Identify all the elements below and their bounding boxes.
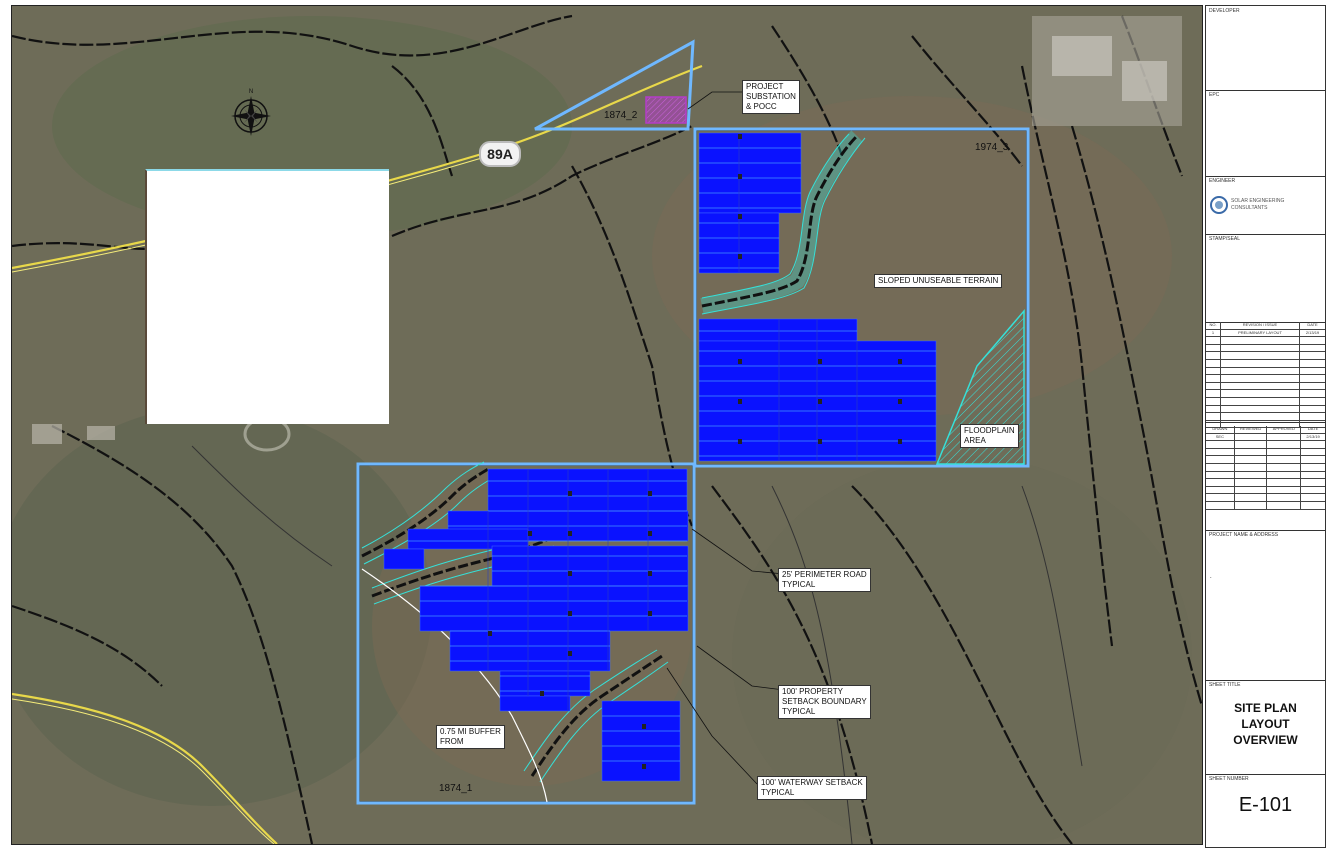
sheet-number-section: SHEET NUMBER E-101 — [1206, 774, 1325, 846]
rev-issue: PRELIMINARY LAYOUT — [1221, 329, 1300, 337]
title-block: DEVELOPER EPC ENGINEER SOLAR ENGINEERING… — [1205, 5, 1326, 848]
parcel-label-north: 1874_2 — [604, 110, 638, 121]
callout-buffer: 0.75 MI BUFFER FROM — [436, 725, 505, 749]
drawn-header-row: DRAWN REVIEWED APPROVED DATE — [1206, 426, 1325, 434]
site-map[interactable]: N 89A 1874_2 1974_3 1874_1 PROJECT SUBST… — [11, 5, 1203, 845]
callout-sloped-terrain: SLOPED UNUSEABLE TERRAIN — [874, 274, 1003, 288]
sheet-title: SITE PLAN LAYOUT OVERVIEW — [1233, 701, 1298, 747]
highway-shield: 89A — [479, 141, 521, 167]
drawn-header-drawn: DRAWN — [1206, 426, 1235, 433]
table-row — [1206, 352, 1325, 360]
sheet-title-label: SHEET TITLE — [1209, 682, 1241, 688]
table-row — [1206, 448, 1325, 457]
engineer-logo-text: SOLAR ENGINEERING CONSULTANTS — [1231, 198, 1285, 211]
sheet-number-label: SHEET NUMBER — [1209, 776, 1249, 782]
sheet-title-section: SHEET TITLE SITE PLAN LAYOUT OVERVIEW — [1206, 680, 1325, 775]
revision-table: NO. REVISION / ISSUE DATE 1 PRELIMINARY … — [1206, 322, 1325, 429]
table-row — [1206, 463, 1325, 472]
project-section: PROJECT NAME & ADDRESS . — [1206, 530, 1325, 681]
rev-header-no: NO. — [1206, 322, 1221, 329]
callout-floodplain: FLOODPLAIN AREA — [960, 424, 1019, 448]
drawn-by: SEC — [1206, 433, 1235, 441]
table-row — [1206, 390, 1325, 398]
table-row — [1206, 382, 1325, 391]
epc-section: EPC — [1206, 90, 1325, 177]
table-row: SEC 2/13/19 — [1206, 433, 1325, 442]
rev-header-issue: REVISION / ISSUE — [1221, 322, 1300, 329]
revision-header-row: NO. REVISION / ISSUE DATE — [1206, 322, 1325, 330]
table-row — [1206, 471, 1325, 480]
table-row — [1206, 344, 1325, 353]
table-row — [1206, 501, 1325, 510]
table-row — [1206, 367, 1325, 376]
table-row — [1206, 413, 1325, 421]
drawn-header-date: DATE — [1307, 426, 1319, 431]
table-row — [1206, 337, 1325, 345]
reviewed-by — [1235, 433, 1268, 441]
revision-section: NO. REVISION / ISSUE DATE 1 PRELIMINARY … — [1206, 322, 1325, 429]
approved-by — [1267, 433, 1302, 441]
table-row — [1206, 420, 1325, 429]
table-row — [1206, 479, 1325, 487]
svg-text:N: N — [249, 89, 253, 95]
table-row — [1206, 405, 1325, 414]
rev-no: 1 — [1206, 329, 1221, 337]
rev-date: 2/13/19 — [1305, 329, 1320, 335]
rev-header-date: DATE — [1307, 322, 1318, 327]
drawn-header-reviewed: REVIEWED — [1235, 426, 1268, 433]
callout-property-setback: 100' PROPERTY SETBACK BOUNDARY TYPICAL — [778, 685, 871, 719]
drawn-table: DRAWN REVIEWED APPROVED DATE SEC 2/13/19 — [1206, 426, 1325, 510]
callout-waterway-setback: 100' WATERWAY SETBACK TYPICAL — [757, 776, 867, 800]
epc-label: EPC — [1209, 92, 1220, 98]
north-arrow-icon: N — [230, 86, 272, 138]
table-row: 1 PRELIMINARY LAYOUT 2/13/19 — [1206, 329, 1325, 338]
stamp-section: STAMP/SEAL — [1206, 234, 1325, 323]
table-row — [1206, 456, 1325, 464]
drawn-section: DRAWN REVIEWED APPROVED DATE SEC 2/13/19 — [1206, 422, 1325, 531]
parcel-label-northeast: 1974_3 — [975, 142, 1009, 153]
project-label: PROJECT NAME & ADDRESS — [1209, 532, 1279, 538]
table-row — [1206, 486, 1325, 495]
table-row — [1206, 375, 1325, 383]
callout-perimeter-road: 25' PERIMETER ROAD TYPICAL — [778, 568, 871, 592]
engineer-logo-icon — [1210, 196, 1228, 214]
sheet-number: E-101 — [1238, 794, 1293, 816]
drawn-header-approved: APPROVED — [1267, 426, 1302, 433]
table-row — [1206, 397, 1325, 406]
stamp-label: STAMP/SEAL — [1209, 236, 1241, 242]
callout-substation: PROJECT SUBSTATION & POCC — [742, 80, 800, 114]
engineer-section: ENGINEER SOLAR ENGINEERING CONSULTANTS — [1206, 176, 1325, 235]
table-row — [1206, 441, 1325, 449]
aerial-map-canvas — [12, 6, 1202, 844]
parcel-label-south: 1874_1 — [439, 783, 473, 794]
legend-blank-panel — [145, 169, 389, 424]
table-row — [1206, 359, 1325, 368]
developer-section: DEVELOPER — [1206, 6, 1325, 91]
table-row — [1206, 494, 1325, 502]
drawn-date: 2/13/19 — [1306, 433, 1320, 439]
developer-label: DEVELOPER — [1209, 8, 1240, 14]
project-value: . — [1210, 574, 1212, 580]
engineer-label: ENGINEER — [1209, 178, 1236, 184]
